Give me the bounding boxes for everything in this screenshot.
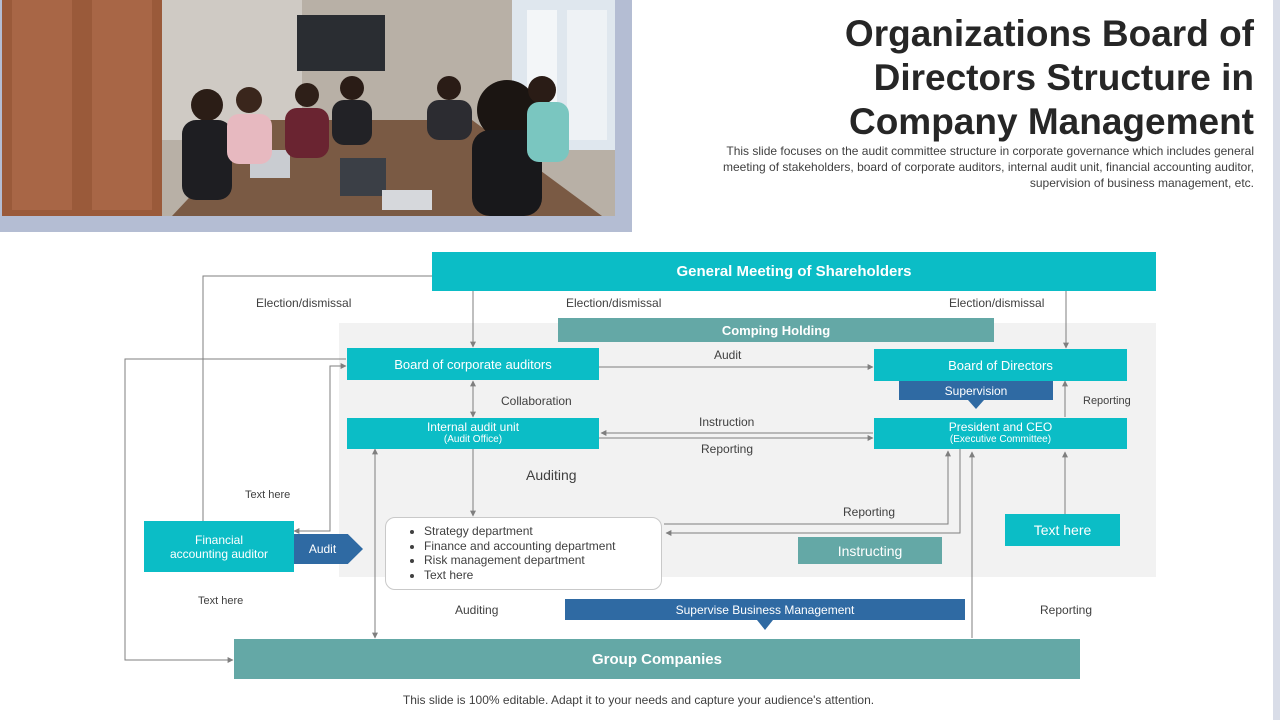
election-label-left: Election/dismissal <box>256 296 352 310</box>
internal-audit-label: Internal audit unit <box>426 420 520 434</box>
text-here-box: Text here <box>1005 514 1120 546</box>
reporting-label-mid: Reporting <box>701 442 754 456</box>
title-line-2: Directors Structure in <box>873 57 1254 98</box>
supervise-management-box: Supervise Business Management <box>565 599 965 620</box>
title-line-3: Company Management <box>848 101 1254 142</box>
group-companies-box: Group Companies <box>234 639 1080 679</box>
internal-audit-box: Internal audit unit (Audit Office) <box>347 418 599 449</box>
description-line-2: meeting of stakeholders, board of corpor… <box>723 160 1254 174</box>
board-auditors-box: Board of corporate auditors <box>347 348 599 380</box>
reporting-label-bottom: Reporting <box>1040 603 1093 617</box>
footer-note: This slide is 100% editable. Adapt it to… <box>402 693 875 707</box>
meeting-photo <box>2 0 615 216</box>
election-label-mid: Election/dismissal <box>566 296 662 310</box>
financial-auditor-box: Financial accounting auditor <box>144 521 294 572</box>
page-description: This slide focuses on the audit committe… <box>640 143 1254 191</box>
department-list: Strategy department Finance and accounti… <box>385 517 662 590</box>
auditing-label-mid: Auditing <box>526 467 577 483</box>
collaboration-label: Collaboration <box>501 394 572 408</box>
list-item: Finance and accounting department <box>424 539 661 554</box>
instructing-box: Instructing <box>798 537 942 564</box>
comping-holding-box: Comping Holding <box>558 318 994 342</box>
supervision-box: Supervision <box>899 381 1053 400</box>
audit-label: Audit <box>714 348 742 362</box>
description-line-3: supervision of business management, etc. <box>1029 176 1254 190</box>
text-here-label-bottom: Text here <box>198 595 244 607</box>
page-title: Organizations Board of Directors Structu… <box>700 12 1254 144</box>
audit-tag: Audit <box>294 534 363 564</box>
general-meeting-box: General Meeting of Shareholders <box>432 252 1156 291</box>
reporting-label-right: Reporting <box>1083 395 1131 407</box>
financial-auditor-line-2: accounting auditor <box>169 546 269 561</box>
text-here-label-left: Text here <box>245 489 291 501</box>
board-directors-box: Board of Directors <box>874 349 1127 381</box>
list-item: Strategy department <box>424 524 661 539</box>
president-sublabel: (Executive Committee) <box>949 434 1052 445</box>
president-label: President and CEO <box>948 420 1053 434</box>
instruction-label: Instruction <box>699 415 755 429</box>
list-item: Text here <box>424 568 661 583</box>
internal-audit-sublabel: (Audit Office) <box>443 434 503 445</box>
president-box: President and CEO (Executive Committee) <box>874 418 1127 449</box>
list-item: Risk management department <box>424 553 661 568</box>
financial-auditor-line-1: Financial <box>194 532 244 547</box>
election-label-right: Election/dismissal <box>949 296 1045 310</box>
reporting-label-lower: Reporting <box>843 505 896 519</box>
edge-strip <box>1273 0 1280 720</box>
auditing-label-bottom: Auditing <box>455 603 499 617</box>
description-line-1: This slide focuses on the audit committe… <box>726 144 1254 158</box>
title-line-1: Organizations Board of <box>844 13 1254 54</box>
